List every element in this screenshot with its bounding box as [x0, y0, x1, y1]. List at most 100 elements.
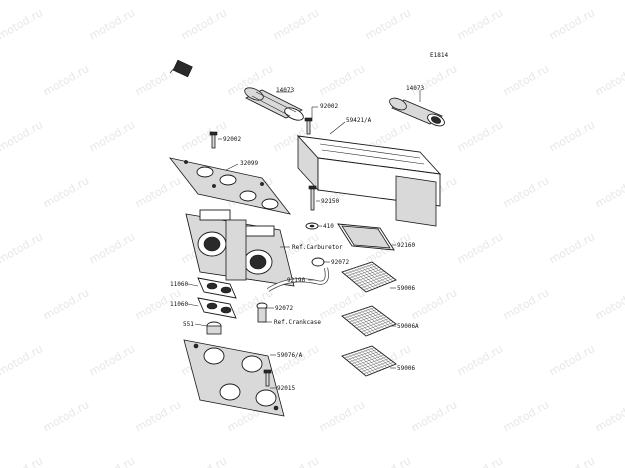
watermark-text: motod.ru: [317, 398, 367, 434]
watermark-text: motod.ru: [501, 62, 551, 98]
watermark-text: motod.ru: [87, 6, 137, 42]
clamp-lower-92072: [256, 302, 268, 323]
watermark-text: motod.ru: [41, 286, 91, 322]
bolt-92150: [308, 185, 317, 211]
gasket-plate-32099: [169, 157, 291, 215]
air-filter-right: [389, 97, 445, 127]
watermark-text: motod.ru: [41, 62, 91, 98]
watermark-text: motod.ru: [41, 174, 91, 210]
label-14073-right: 14073: [406, 85, 424, 92]
watermark-text: motod.ru: [455, 230, 505, 266]
watermark-text: motod.ru: [593, 62, 625, 98]
label-59006A: 59006A: [397, 323, 419, 330]
bolt-92015: [263, 369, 272, 387]
label-551: 551: [183, 321, 194, 328]
label-59421A: 59421/A: [346, 117, 372, 124]
reed-valve-59006A: [341, 305, 397, 337]
watermark-text: motod.ru: [133, 174, 183, 210]
watermark-text: motod.ru: [0, 230, 45, 266]
label-11060-upper: 11060: [170, 281, 188, 288]
mesh-line: [353, 270, 385, 283]
clamp-upper-92072: [311, 257, 325, 267]
watermark-text: motod.ru: [455, 6, 505, 42]
watermark-text: motod.ru: [87, 454, 137, 468]
watermark-text: motod.ru: [547, 118, 597, 154]
watermark-text: motod.ru: [133, 398, 183, 434]
label-59006-bottom: 59006: [397, 365, 415, 372]
label-92190: 92190: [287, 277, 305, 284]
watermark-text: motod.ru: [179, 454, 229, 468]
watermark-text: motod.ru: [409, 62, 459, 98]
watermark-text: motod.ru: [547, 6, 597, 42]
watermark-text: motod.ru: [547, 454, 597, 468]
mesh-line: [368, 262, 394, 282]
reed-valve-59006-top: [341, 261, 397, 293]
reed-valve-59006-bottom: [341, 345, 397, 377]
watermark-text: motod.ru: [593, 286, 625, 322]
diagram-code: E1814: [430, 52, 448, 59]
air-filter-left: [244, 87, 304, 121]
watermark-text: motod.ru: [593, 174, 625, 210]
mesh-line: [353, 354, 385, 367]
mesh-line: [361, 276, 392, 289]
label-410: 410: [323, 223, 334, 230]
spacer-551: [206, 321, 222, 335]
front-direction-icon: [169, 59, 193, 78]
label-92015: 92015: [277, 385, 295, 392]
watermark-text: motod.ru: [0, 454, 45, 468]
label-59006-top: 59006: [397, 285, 415, 292]
watermark-text: motod.ru: [0, 6, 45, 42]
carburetor-assembly: [185, 209, 295, 287]
mesh-line: [365, 307, 391, 327]
watermark-text: motod.ru: [547, 230, 597, 266]
label-59076A: 59076/A: [277, 352, 303, 359]
mesh-line: [365, 263, 391, 283]
watermark-text: motod.ru: [501, 286, 551, 322]
label-92072-lower: 92072: [275, 305, 293, 312]
mesh-line: [362, 348, 388, 368]
mesh-line: [363, 278, 394, 291]
watermark-text: motod.ru: [547, 342, 597, 378]
mesh-line: [363, 322, 394, 335]
watermark-text: motod.ru: [455, 342, 505, 378]
air-box: [296, 134, 442, 227]
mesh-line: [359, 349, 385, 369]
watermark-text: motod.ru: [455, 454, 505, 468]
bolt-top-92002: [304, 117, 313, 135]
watermark-text: motod.ru: [363, 454, 413, 468]
hose-92190: [266, 267, 329, 292]
mesh-line: [358, 274, 389, 287]
watermark-text: motod.ru: [501, 398, 551, 434]
mesh-line: [359, 309, 385, 329]
leader-lines: [187, 90, 421, 389]
mesh-line: [358, 318, 389, 331]
watermark-text: motod.ru: [0, 342, 45, 378]
mesh-line: [362, 308, 388, 328]
gasket-11060-lower: [197, 297, 237, 319]
intake-manifold-59076A: [183, 339, 285, 417]
mesh-line: [363, 362, 394, 375]
washer-410: [305, 222, 319, 230]
label-92002-top: 92002: [320, 103, 338, 110]
watermark-text: motod.ru: [317, 62, 367, 98]
mesh-line: [368, 346, 394, 366]
bolt-left-92002: [209, 131, 218, 149]
label-92160: 92160: [397, 242, 415, 249]
mesh-line: [356, 316, 387, 329]
watermark-text: motod.ru: [271, 454, 321, 468]
gasket-11060-upper: [197, 277, 237, 299]
mesh-line: [365, 347, 391, 367]
label-11060-lower: 11060: [170, 301, 188, 308]
watermark-text: motod.ru: [501, 174, 551, 210]
reference-labels: Ref.Carburetor Ref.Crankcase: [274, 244, 343, 326]
watermark-text: motod.ru: [363, 6, 413, 42]
label-14073-left: 14073: [276, 87, 294, 94]
ref-crankcase: Ref.Crankcase: [274, 319, 321, 326]
watermark-text: motod.ru: [87, 118, 137, 154]
watermark-text: motod.ru: [409, 398, 459, 434]
mesh-line: [361, 320, 392, 333]
watermark-text: motod.ru: [41, 398, 91, 434]
